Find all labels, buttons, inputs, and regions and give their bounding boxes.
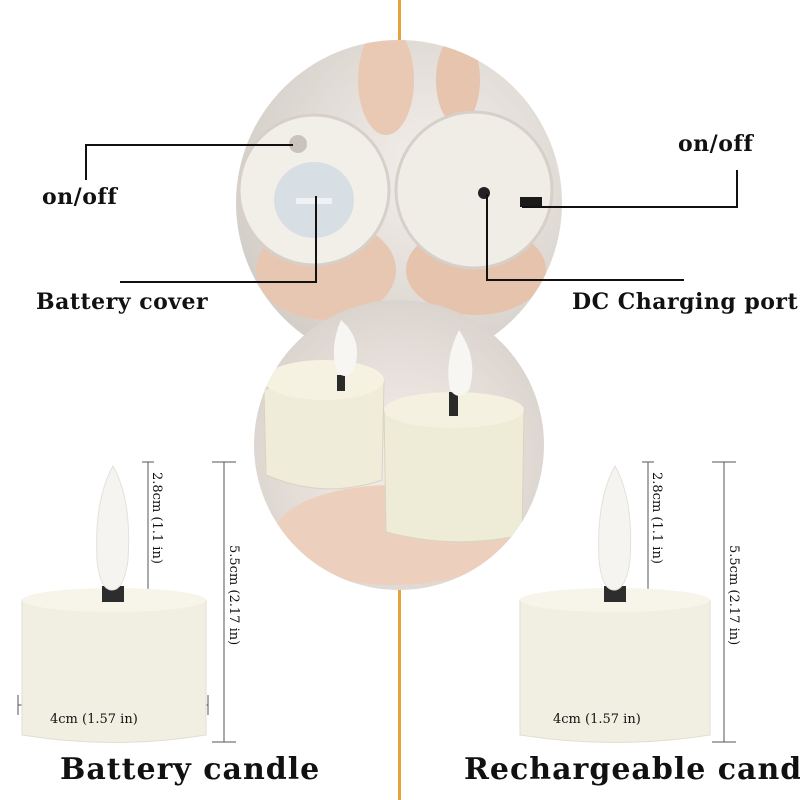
right-flame-height-label: 2.8cm (1.1 in) bbox=[649, 472, 664, 564]
dc-charging-port-label: DC Charging port bbox=[572, 289, 799, 315]
left-onoff-label: on/off bbox=[42, 184, 118, 210]
right-onoff-label: on/off bbox=[678, 131, 754, 157]
battery-cover-label: Battery cover bbox=[36, 289, 209, 315]
left-width-label: 4cm (1.57 in) bbox=[50, 712, 138, 727]
right-width-label: 4cm (1.57 in) bbox=[553, 712, 641, 727]
left-total-height-label: 5.5cm (2.17 in) bbox=[226, 545, 241, 646]
candles-in-hand-photo bbox=[254, 300, 544, 590]
left-flame-height-label: 2.8cm (1.1 in) bbox=[149, 472, 164, 564]
rechargeable-candle-title: Rechargeable candle bbox=[464, 752, 800, 787]
right-total-height-label: 5.5cm (2.17 in) bbox=[726, 545, 741, 646]
battery-candle-title: Battery candle bbox=[60, 752, 321, 787]
